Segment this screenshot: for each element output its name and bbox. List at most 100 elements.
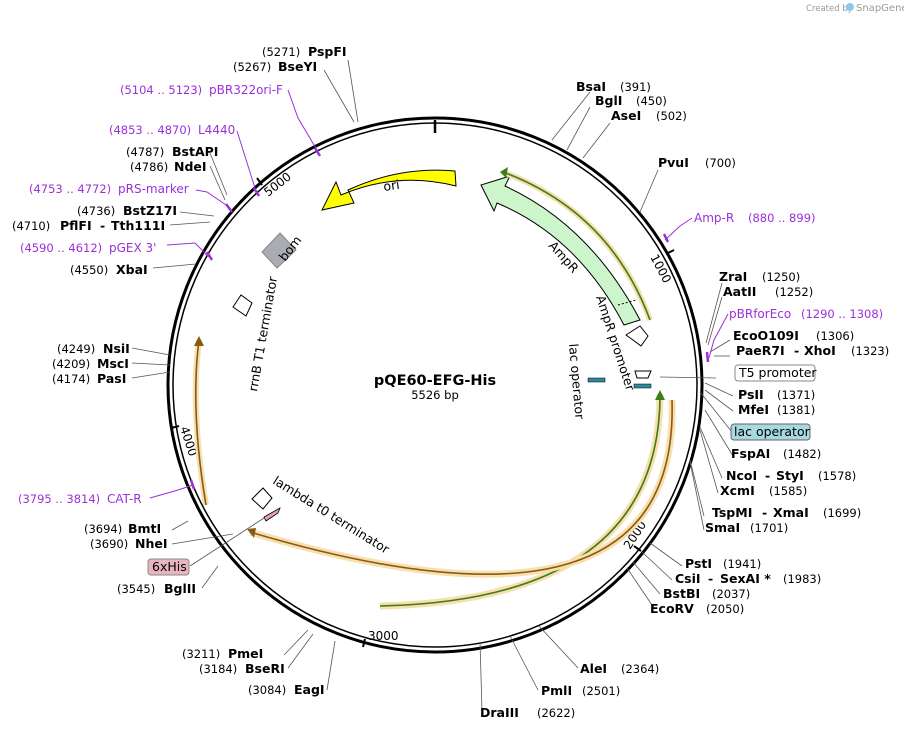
site-sexai[interactable]: SexAI * (720, 571, 771, 586)
site-nhei[interactable]: NheI (135, 536, 168, 551)
credit-brand: SnapGene (856, 3, 904, 14)
lac-operator-feature-2 (587, 377, 606, 383)
site-styi[interactable]: StyI (776, 468, 804, 483)
snapgene-logo-icon (846, 3, 854, 11)
svg-text:(2622): (2622) (537, 706, 575, 720)
site-ndei[interactable]: NdeI (174, 159, 207, 174)
site-mfei[interactable]: MfeI (738, 402, 769, 417)
svg-text:(1585): (1585) (769, 484, 807, 498)
primer-pbrforeco[interactable]: pBRforEco (729, 307, 791, 321)
svg-text:(2501): (2501) (582, 684, 620, 698)
site-bstbi[interactable]: BstBI (663, 586, 700, 601)
svg-text:(1983): (1983) (783, 572, 821, 586)
svg-text:(1323): (1323) (851, 344, 889, 358)
svg-text:(1381): (1381) (777, 403, 815, 417)
svg-text:(1290 .. 1308): (1290 .. 1308) (801, 307, 883, 321)
site-pvui[interactable]: PvuI (658, 155, 689, 170)
svg-text:-: - (762, 505, 767, 520)
site-alei[interactable]: AleI (580, 661, 607, 676)
svg-text:-: - (765, 468, 770, 483)
svg-text:(4249): (4249) (57, 342, 95, 356)
lac-operator-inner-label: lac operator (566, 343, 588, 421)
site-xcmi[interactable]: XcmI (720, 483, 755, 498)
site-pspfi[interactable]: PspFI (308, 44, 347, 59)
site-xmai[interactable]: XmaI (773, 505, 809, 520)
primer-pgex-3[interactable]: pGEX 3' (109, 241, 156, 255)
svg-text:(4786): (4786) (130, 160, 168, 174)
svg-text:(2364): (2364) (621, 662, 659, 676)
site-smai[interactable]: SmaI (705, 520, 740, 535)
site-xhoi[interactable]: XhoI (804, 343, 836, 358)
svg-text:5000: 5000 (261, 170, 294, 200)
svg-text:(391): (391) (620, 80, 651, 94)
tick-3000: 3000 (362, 629, 399, 648)
site-asei[interactable]: AseI (611, 108, 641, 123)
site-ecorv[interactable]: EcoRV (650, 601, 694, 616)
6xhis-box[interactable]: 6xHis (147, 517, 265, 576)
svg-text:(1578): (1578) (818, 469, 856, 483)
site-psti[interactable]: PstI (685, 556, 712, 571)
primer-leaders (149, 89, 729, 499)
svg-text:(1306): (1306) (816, 329, 854, 343)
site-xbai[interactable]: XbaI (116, 262, 148, 277)
site-bmti[interactable]: BmtI (128, 521, 161, 536)
t5-promoter-feature (634, 370, 652, 379)
ampr-promoter-feature (625, 325, 649, 347)
site-ncoi[interactable]: NcoI (726, 468, 757, 483)
site-aatii[interactable]: AatII (723, 284, 756, 299)
primer-cat-r[interactable]: CAT-R (107, 492, 142, 506)
site-bgli[interactable]: BglI (595, 93, 622, 108)
svg-text:(3211): (3211) (182, 647, 220, 661)
site-eagi[interactable]: EagI (294, 682, 325, 697)
primer-prs-marker[interactable]: pRS-marker (118, 182, 189, 196)
site-pasi[interactable]: PasI (97, 371, 126, 386)
svg-text:(4736): (4736) (77, 204, 115, 218)
site-leaders (131, 59, 734, 712)
plasmid-name: pQE60-EFG-His (374, 373, 496, 389)
site-csii[interactable]: CsiI (675, 571, 701, 586)
site-nsii[interactable]: NsiI (103, 341, 130, 356)
svg-text:(2037): (2037) (712, 587, 750, 601)
svg-text:6xHis: 6xHis (152, 559, 187, 574)
site-tspmi[interactable]: TspMI (712, 505, 752, 520)
primer-pbr322ori-f[interactable]: pBR322ori-F (209, 83, 283, 97)
site-msci[interactable]: MscI (97, 356, 129, 371)
bom-feature (261, 232, 297, 269)
site-pmli[interactable]: PmlI (541, 683, 572, 698)
svg-text:-: - (794, 343, 799, 358)
site-pflfi[interactable]: PflFI (60, 218, 92, 233)
svg-text:(3694): (3694) (84, 522, 122, 536)
ori-label: ori (382, 177, 400, 194)
credit-prefix: Created by (806, 4, 853, 14)
site-paer7i[interactable]: PaeR7I (736, 343, 785, 358)
svg-text:(4174): (4174) (52, 372, 90, 386)
site-bglii[interactable]: BglII (164, 581, 196, 596)
6xhis-feature (263, 507, 281, 522)
site-fspai[interactable]: FspAI (731, 446, 770, 461)
svg-text:(880 .. 899): (880 .. 899) (748, 211, 816, 225)
site-zrai[interactable]: ZraI (719, 269, 747, 284)
svg-text:lac operator: lac operator (734, 424, 811, 439)
site-bseri[interactable]: BseRI (245, 661, 285, 676)
site-psii[interactable]: PsII (738, 387, 764, 402)
site-ecoo109i[interactable]: EcoO109I (733, 328, 799, 343)
ampr-feature (480, 175, 641, 326)
lac-operator-box[interactable]: lac operator (699, 391, 811, 441)
svg-text:(4590 .. 4612): (4590 .. 4612) (20, 241, 102, 255)
site-bstapi[interactable]: BstAPI (172, 144, 218, 159)
t5-promoter-box[interactable]: T5 promoter (659, 364, 817, 382)
site-draiii[interactable]: DraIII (480, 705, 519, 720)
svg-text:(1482): (1482) (783, 447, 821, 461)
primer-amp-r[interactable]: Amp-R (694, 211, 734, 225)
site-bstz17i[interactable]: BstZ17I (123, 203, 177, 218)
primer-marks (189, 147, 710, 490)
site-pmei[interactable]: PmeI (228, 646, 263, 661)
ori-feature (321, 169, 457, 211)
svg-text:(2050): (2050) (706, 602, 744, 616)
plasmid-size: 5526 bp (411, 388, 459, 402)
site-tth111i[interactable]: Tth111I (111, 218, 165, 233)
site-bseyi[interactable]: BseYI (278, 59, 317, 74)
primer-l4440[interactable]: L4440 (198, 123, 235, 137)
svg-text:(4209): (4209) (52, 357, 90, 371)
site-bsai[interactable]: BsaI (576, 79, 606, 94)
